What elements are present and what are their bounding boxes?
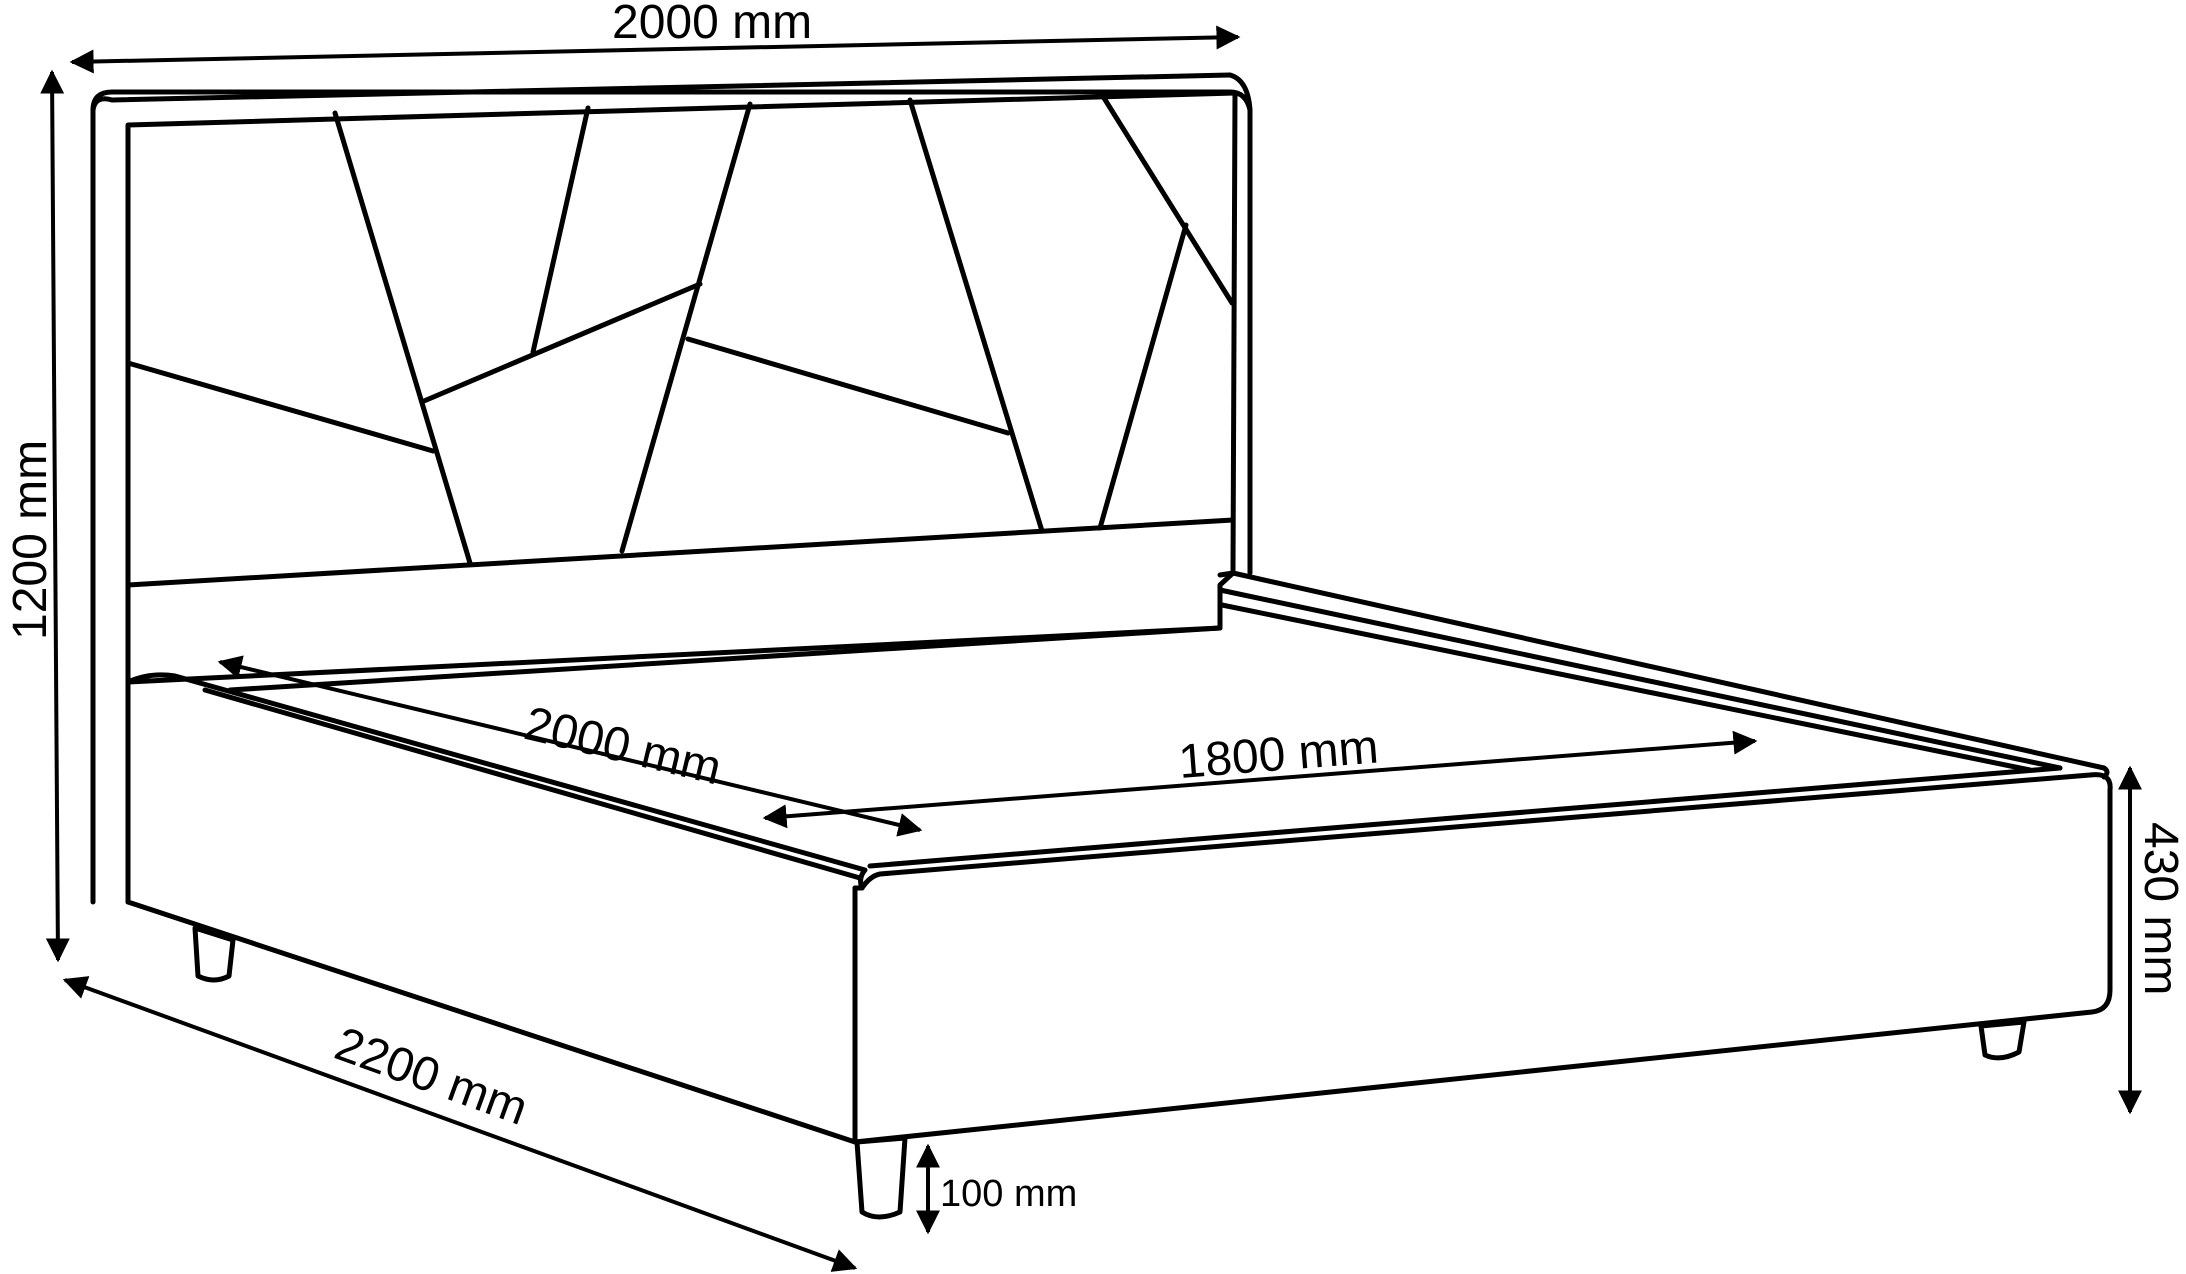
foot-side-panel — [852, 787, 2113, 1145]
right-rail-inner2 — [1219, 602, 2033, 773]
headboard-rail-end — [1217, 570, 1236, 631]
headboard-corner — [1227, 72, 1253, 113]
headboard-lower-rail-top — [125, 517, 1236, 588]
leg-front-corner — [854, 1135, 908, 1220]
headboard-height-arrow — [40, 69, 70, 963]
headboard-width-label: 2000 mm — [612, 0, 812, 49]
headboard-inner-panel — [125, 90, 1238, 905]
leg-back-left — [192, 925, 236, 983]
headboard-geometric-pattern — [125, 95, 1235, 566]
right-rail-inner — [1217, 587, 2063, 771]
mattress-width-label: 1800 mm — [1177, 720, 1381, 789]
headboard-width-arrow — [69, 25, 1241, 74]
foot-rail-top — [859, 772, 2113, 891]
headboard-top-bevel — [109, 72, 1233, 103]
headboard-base-line — [227, 625, 1223, 693]
total-length-label: 2200 mm — [328, 1018, 534, 1136]
leg-height-label: 100 mm — [940, 1173, 1077, 1215]
total-length-arrow — [62, 976, 858, 1272]
headboard-height-label: 1200 mm — [4, 440, 57, 640]
dimension-arrows — [40, 25, 2142, 1272]
foot-rail-inner — [867, 765, 2063, 869]
mattress-width-arrow — [762, 730, 1758, 829]
frame-height-label: 430 mm — [2134, 822, 2186, 995]
dimension-labels: 2000 mm 1200 mm 2000 mm 1800 mm 2200 mm … — [4, 0, 2186, 1215]
left-rail-top — [125, 672, 868, 891]
leg-front-right — [1978, 1019, 2027, 1061]
headboard-corner — [90, 96, 115, 113]
